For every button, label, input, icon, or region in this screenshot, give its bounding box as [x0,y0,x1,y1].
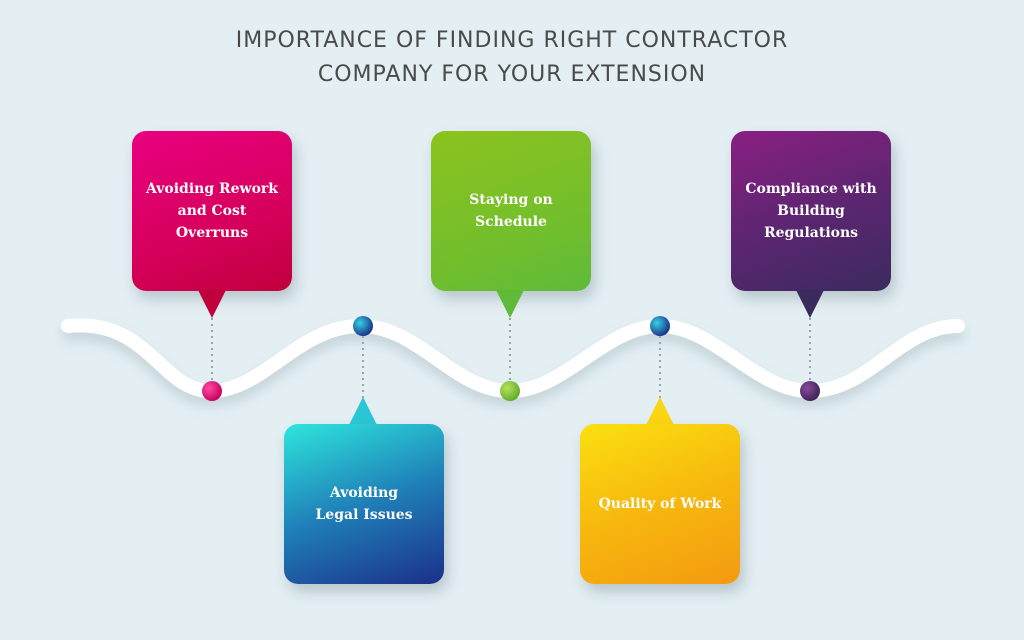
title-line-2: COMPANY FOR YOUR EXTENSION [317,62,707,87]
card-label-line: Building Regulations [763,203,859,241]
node-dot-rework [202,381,222,401]
card-pointer-schedule [496,290,524,318]
card-pointer-compliance [796,290,824,318]
node-dot-quality [650,316,670,336]
card-compliance: Compliance with Building Regulations [731,131,891,291]
card-staying-on-schedule: Staying on Schedule [431,131,591,291]
card-label-line: Staying on [469,192,553,208]
node-dot-legal [353,316,373,336]
node-dot-schedule [500,381,520,401]
card-label-line: Avoiding [329,485,399,501]
card-pointer-quality [646,397,674,425]
card-label-line: Compliance with [745,181,877,197]
card-label-line: Quality of Work [598,496,722,512]
card-quality-of-work: Quality of Work [580,424,740,584]
card-label-line: and Cost Overruns [175,203,249,241]
card-label-line: Avoiding Rework [145,181,279,197]
card-pointer-legal [349,397,377,425]
card-label-line: Legal Issues [315,507,413,523]
wave-path [61,318,965,399]
node-dot-compliance [800,381,820,401]
card-avoiding-legal-issues: Avoiding Legal Issues [284,424,444,584]
page-title: IMPORTANCE OF FINDING RIGHT CONTRACTOR C… [0,24,1024,92]
title-line-1: IMPORTANCE OF FINDING RIGHT CONTRACTOR [235,28,789,53]
card-avoiding-rework: Avoiding Rework and Cost Overruns [132,131,292,291]
card-pointer-rework [198,290,226,318]
card-label-line: Schedule [475,214,547,230]
